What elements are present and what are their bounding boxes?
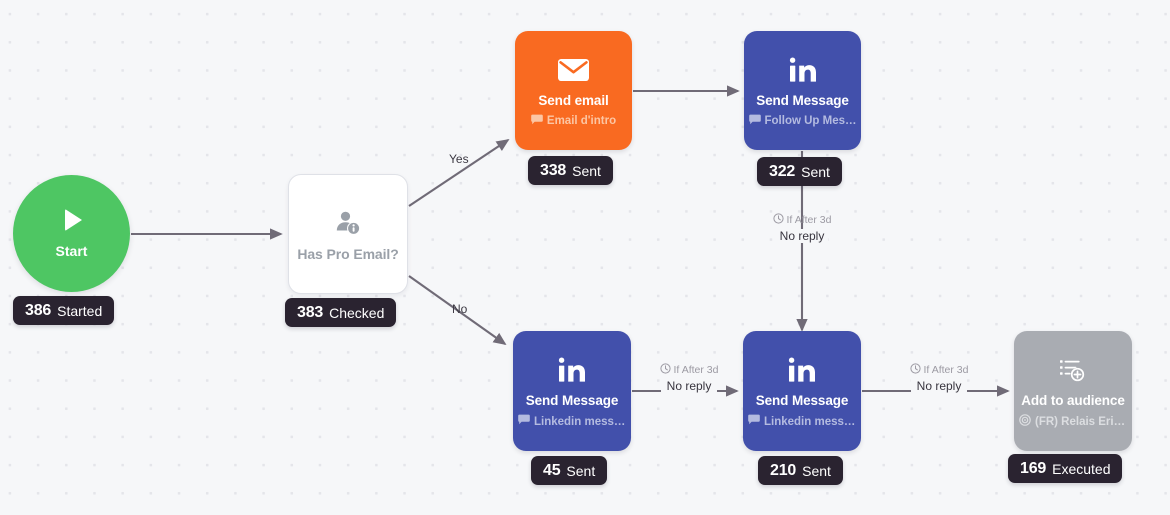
node-add-to-audience-subtitle: (FR) Relais Eric ...	[1019, 413, 1127, 430]
node-send-message-linkedin-2[interactable]: Send Message Linkedin messa...	[743, 331, 861, 451]
node-follow-up-subtitle-text: Follow Up Mess...	[764, 115, 857, 127]
speech-bubble-icon	[748, 414, 760, 429]
edge-condition-vertical-delay: If After 3d	[772, 213, 831, 227]
target-icon	[1019, 413, 1031, 430]
clock-icon	[659, 363, 671, 377]
badge-email-sent: 338 Sent	[528, 156, 613, 185]
node-add-to-audience-subtitle-text: (FR) Relais Eric ...	[1035, 415, 1127, 428]
envelope-icon	[557, 53, 590, 87]
node-follow-up-subtitle: Follow Up Mess...	[748, 114, 857, 129]
speech-bubble-icon	[531, 114, 543, 129]
edge-condition-vertical-reason: No reply	[775, 229, 829, 243]
speech-bubble-icon	[518, 414, 530, 429]
badge-follow-up-sent-label: Sent	[801, 163, 830, 180]
badge-start-label: Started	[57, 302, 103, 319]
badge-email-sent-label: Sent	[572, 162, 601, 179]
node-add-to-audience-label: Add to audience	[1021, 392, 1125, 408]
badge-checked-count: 383	[297, 303, 324, 321]
badge-executed-label: Executed	[1052, 460, 1111, 477]
node-has-pro-email-label: Has Pro Email?	[297, 246, 399, 262]
badge-email-sent-count: 338	[540, 161, 567, 179]
badge-start: 386 Started	[13, 296, 115, 325]
edge-condition-vertical: If After 3d No reply	[761, 213, 843, 243]
node-linkedin-second-subtitle: Linkedin messa...	[748, 414, 856, 429]
badge-follow-up-sent-count: 322	[769, 162, 796, 180]
linkedin-icon	[788, 53, 818, 87]
badge-linkedin-second-sent: 210 Sent	[758, 456, 843, 485]
linkedin-icon	[787, 353, 817, 387]
badge-linkedin-second-sent-count: 210	[770, 461, 797, 479]
node-start[interactable]: Start	[13, 175, 130, 292]
edge-condition-mid-delay: If After 3d	[659, 363, 718, 377]
linkedin-icon	[557, 353, 587, 387]
node-linkedin-first-subtitle-text: Linkedin messa...	[534, 415, 626, 428]
edge-condition-right-delay: If After 3d	[909, 363, 968, 377]
edge-condition-right: If After 3d No reply	[898, 363, 980, 393]
badge-linkedin-first-sent: 45 Sent	[531, 456, 608, 485]
node-send-message-linkedin-1[interactable]: Send Message Linkedin messa...	[513, 331, 631, 451]
node-follow-up-label: Send Message	[756, 92, 849, 108]
edge-decision-to-send-email	[408, 138, 510, 207]
edge-condition-right-reason: No reply	[910, 379, 968, 393]
node-start-label: Start	[55, 242, 88, 259]
node-send-email-label: Send email	[538, 92, 609, 108]
badge-linkedin-first-sent-label: Sent	[566, 462, 596, 479]
badge-checked-label: Checked	[329, 304, 385, 321]
badge-linkedin-first-sent-count: 45	[543, 461, 561, 479]
play-icon	[65, 208, 82, 231]
node-linkedin-second-label: Send Message	[755, 393, 849, 408]
node-add-to-audience[interactable]: Add to audience (FR) Relais Eric ...	[1014, 331, 1132, 451]
node-linkedin-first-label: Send Message	[525, 393, 619, 408]
node-linkedin-second-subtitle-text: Linkedin messa...	[764, 415, 856, 428]
node-has-pro-email[interactable]: Has Pro Email?	[288, 174, 408, 294]
person-info-icon	[335, 206, 361, 240]
clock-icon	[909, 363, 921, 377]
node-linkedin-first-subtitle: Linkedin messa...	[518, 414, 626, 429]
list-add-icon	[1059, 353, 1087, 387]
clock-icon	[772, 213, 784, 227]
badge-follow-up-sent: 322 Sent	[757, 157, 842, 186]
edge-label-no: No	[452, 302, 468, 316]
badge-linkedin-second-sent-label: Sent	[802, 462, 831, 479]
node-send-email-subtitle: Email d'intro	[531, 114, 616, 129]
edge-condition-mid-reason: No reply	[660, 379, 718, 393]
node-send-message-follow-up[interactable]: Send Message Follow Up Mess...	[744, 31, 861, 150]
badge-start-count: 386	[25, 301, 52, 319]
node-send-email-subtitle-text: Email d'intro	[546, 115, 617, 127]
edge-condition-mid: If After 3d No reply	[648, 363, 730, 393]
speech-bubble-icon	[748, 114, 761, 129]
edge-label-yes: Yes	[449, 152, 469, 166]
node-send-email[interactable]: Send email Email d'intro	[515, 31, 632, 150]
badge-executed-count: 169	[1020, 459, 1047, 477]
badge-executed: 169 Executed	[1008, 454, 1123, 483]
badge-checked: 383 Checked	[285, 298, 397, 327]
